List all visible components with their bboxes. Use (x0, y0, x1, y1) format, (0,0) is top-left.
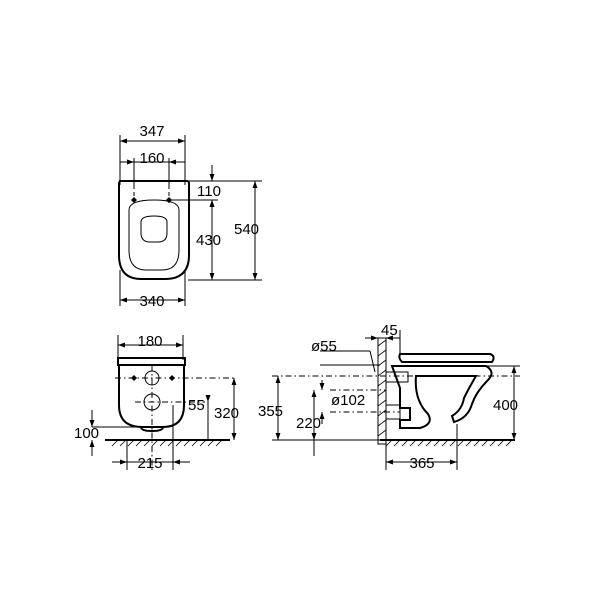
dim-365-label: 365 (409, 455, 434, 472)
dim-430: 430 (196, 200, 221, 280)
dim-100: 100 (74, 410, 140, 456)
dim-215: 215 (112, 455, 190, 472)
floor-hatch-front (111, 439, 223, 447)
dim-o55-label: ø55 (311, 338, 337, 355)
fixing-right-marker (166, 197, 172, 203)
dim-160-label: 160 (139, 150, 164, 167)
dim-430-label: 430 (196, 232, 221, 249)
dim-o55: ø55 (311, 338, 376, 373)
dim-320-label: 320 (214, 405, 239, 422)
dim-100-label: 100 (74, 425, 99, 442)
dim-45-label: 45 (381, 322, 398, 339)
dim-220: 220 (296, 390, 321, 456)
dim-355-label: 355 (258, 403, 283, 420)
dim-55-label: 55 (188, 397, 205, 414)
top-view: 347 160 110 430 (118, 123, 262, 310)
dim-110: 110 (197, 165, 221, 215)
dim-540-label: 540 (234, 221, 259, 238)
bowl-top-outline (118, 180, 190, 280)
dim-355: 355 (258, 376, 380, 441)
fixing-left-marker (131, 197, 137, 203)
front-outlet (140, 426, 164, 433)
wall (377, 337, 387, 445)
dim-o102: ø102 (319, 380, 365, 424)
seat-lid-side (398, 353, 495, 363)
dim-347-label: 347 (139, 123, 164, 140)
wall-hatch (377, 339, 387, 437)
dim-340: 340 (120, 293, 185, 310)
dim-110-label: 110 (197, 183, 221, 200)
seat-top (117, 357, 186, 366)
dim-320: 320 (214, 378, 239, 440)
side-view: ø55 45 ø102 355 220 400 (258, 322, 520, 472)
front-view: 180 55 (74, 333, 239, 472)
dim-55: 55 (188, 395, 211, 440)
dim-o102-label: ø102 (331, 392, 365, 409)
dim-215-label: 215 (137, 455, 162, 472)
bowl-inner-rim (128, 199, 180, 271)
bowl-side-outline (390, 365, 493, 429)
dim-160: 160 (120, 150, 185, 167)
dim-45: 45 (365, 322, 401, 356)
dim-220-label: 220 (296, 415, 321, 432)
dim-340-label: 340 (139, 293, 164, 310)
dim-347: 347 (120, 123, 185, 144)
dim-540: 540 (234, 181, 259, 280)
dim-400-label: 400 (493, 397, 518, 414)
bowl-opening (140, 215, 168, 243)
floor-hatch-side (385, 439, 513, 447)
dim-365: 365 (386, 455, 457, 472)
dim-180: 180 (118, 333, 183, 350)
dim-400: 400 (493, 366, 518, 440)
dim-180-label: 180 (137, 333, 162, 350)
inlet-connector (385, 371, 409, 383)
